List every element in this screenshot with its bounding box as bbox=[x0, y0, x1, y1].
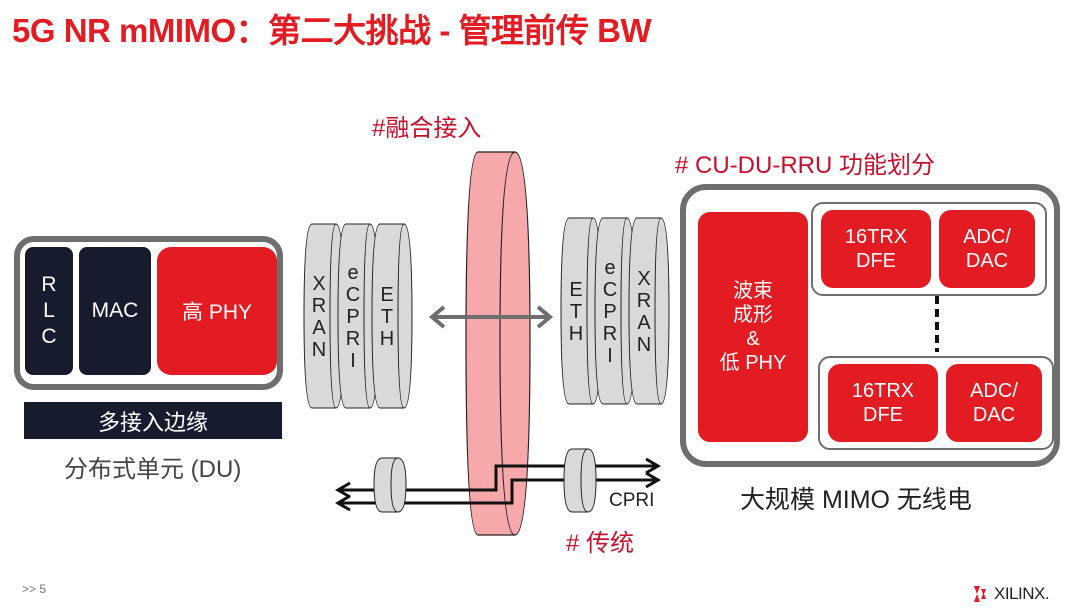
xilinx-logo-icon bbox=[974, 586, 986, 602]
mac-block: MAC bbox=[79, 247, 151, 375]
converged-access-label: #融合接入 bbox=[372, 115, 482, 142]
svg-text:E: E bbox=[380, 284, 393, 306]
svg-text:I: I bbox=[607, 345, 613, 367]
svg-text:A: A bbox=[637, 312, 651, 334]
svg-text:R: R bbox=[637, 290, 651, 312]
bidirectional-arrow bbox=[428, 305, 554, 329]
adc-dac-block-1: ADC/ DAC bbox=[939, 210, 1035, 288]
svg-text:T: T bbox=[381, 306, 393, 328]
svg-text:T: T bbox=[570, 301, 582, 323]
right-stack-disk-eth: ETH bbox=[560, 217, 602, 405]
svg-text:C: C bbox=[603, 279, 617, 301]
mimo-radio-caption: 大规模 MIMO 无线电 bbox=[740, 486, 972, 514]
svg-text:R: R bbox=[346, 328, 360, 350]
trx-group-2: 16TRX DFE ADC/ DAC bbox=[818, 356, 1054, 450]
traditional-label: # 传统 bbox=[566, 530, 635, 557]
converged-pipe bbox=[465, 151, 531, 536]
adc-dac-block-2: ADC/ DAC bbox=[946, 364, 1042, 442]
xilinx-wordmark: XILINX. bbox=[994, 584, 1050, 603]
page-number: >> 5 bbox=[22, 582, 47, 596]
cable-disk-right bbox=[563, 448, 597, 513]
left-stack-disk-eth: ETH bbox=[371, 223, 413, 409]
trx-dfe-block-2: 16TRX DFE bbox=[828, 364, 938, 442]
cu-du-rru-label: # CU-DU-RRU 功能划分 bbox=[675, 152, 935, 179]
svg-text:N: N bbox=[637, 334, 651, 356]
rlc-block: R L C bbox=[25, 247, 73, 375]
svg-text:R: R bbox=[312, 295, 326, 317]
svg-text:P: P bbox=[603, 301, 616, 323]
xilinx-logo: XILINX. bbox=[972, 584, 1050, 604]
page-title: 5G NR mMIMO：第二大挑战 - 管理前传 BW bbox=[12, 12, 652, 49]
trx-dfe-block-1: 16TRX DFE bbox=[821, 210, 931, 288]
mimo-radio-container: 波束 成形 & 低 PHY 16TRX DFE ADC/ DAC 16TRX D… bbox=[680, 184, 1060, 467]
svg-text:R: R bbox=[603, 323, 617, 345]
svg-text:H: H bbox=[569, 323, 583, 345]
multi-access-edge-bar: 多接入边缘 bbox=[24, 402, 282, 439]
svg-text:X: X bbox=[312, 273, 325, 295]
cpri-label: CPRI bbox=[609, 490, 655, 511]
svg-text:C: C bbox=[346, 284, 360, 306]
svg-text:A: A bbox=[312, 317, 326, 339]
svg-text:X: X bbox=[637, 268, 650, 290]
du-container: R L C MAC 高 PHY bbox=[14, 236, 283, 390]
svg-text:e: e bbox=[347, 262, 358, 284]
trx-group-1: 16TRX DFE ADC/ DAC bbox=[811, 202, 1047, 296]
cable-disk-left bbox=[373, 457, 407, 513]
du-caption: 分布式单元 (DU) bbox=[64, 456, 242, 483]
svg-text:E: E bbox=[569, 279, 582, 301]
svg-text:N: N bbox=[312, 339, 326, 361]
beamforming-low-phy-block: 波束 成形 & 低 PHY bbox=[698, 212, 808, 442]
svg-text:e: e bbox=[604, 257, 615, 279]
svg-text:I: I bbox=[350, 350, 356, 372]
svg-text:P: P bbox=[346, 306, 359, 328]
high-phy-block: 高 PHY bbox=[157, 247, 277, 375]
svg-text:H: H bbox=[380, 328, 394, 350]
